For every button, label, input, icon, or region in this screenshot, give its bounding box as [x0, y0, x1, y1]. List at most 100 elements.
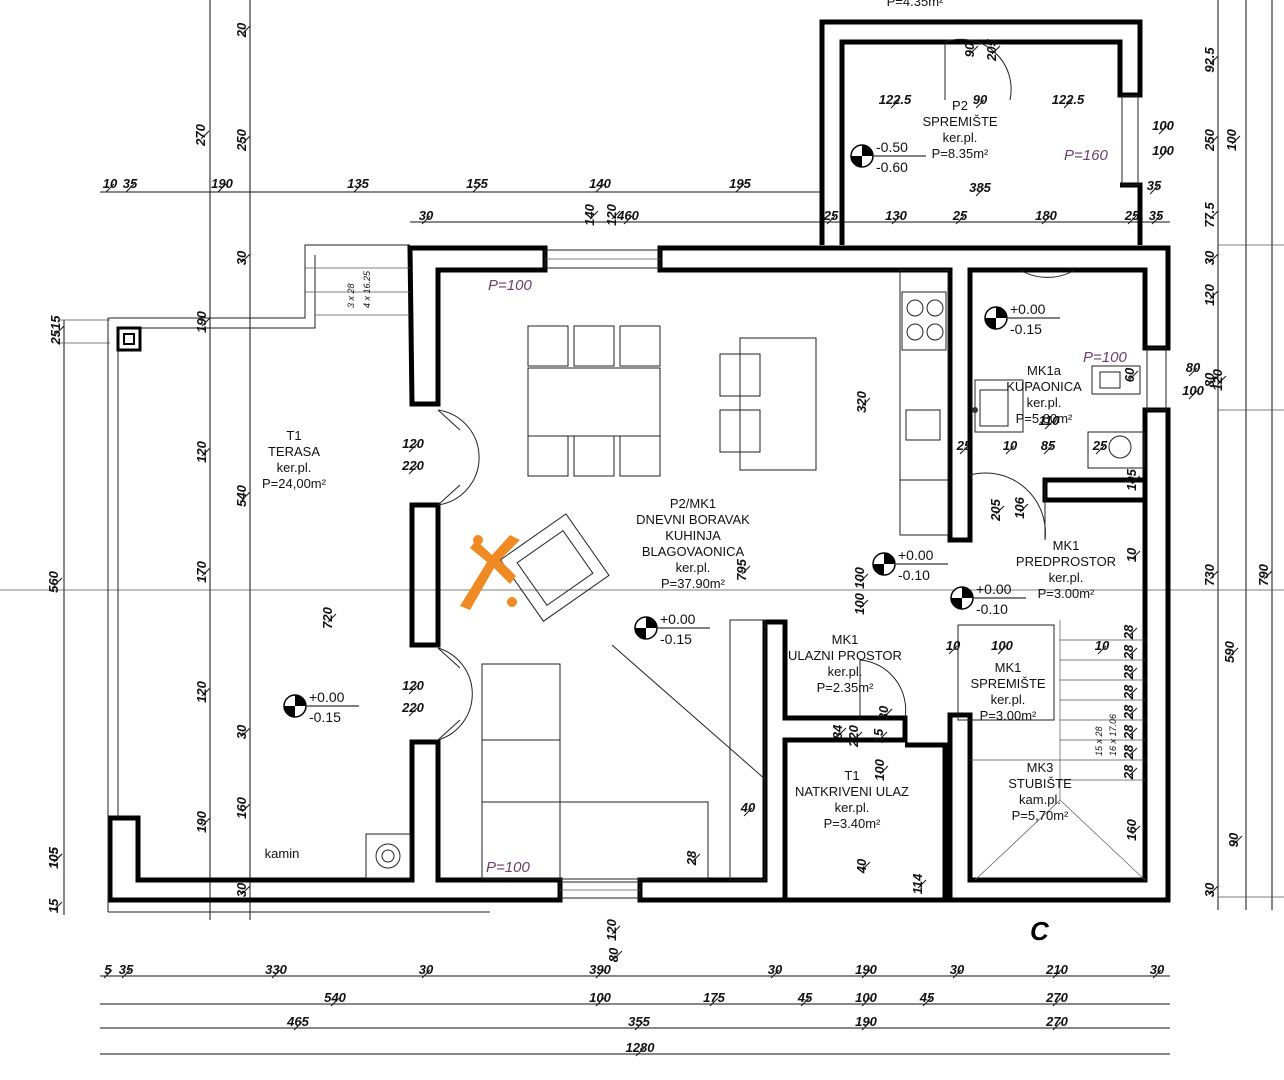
dim-right1: 590	[1222, 640, 1237, 662]
dim-right2: 100	[1224, 128, 1239, 150]
dim-misc: 120	[402, 436, 424, 451]
dim-misc: 10	[1095, 638, 1110, 653]
dim-left2: 270	[193, 123, 208, 146]
dim-misc: 28	[1121, 724, 1136, 740]
room-label-line: P=3.00m²	[1038, 586, 1095, 601]
dim-misc: 28	[1121, 704, 1136, 720]
room-label-line: SPREMIŠTE	[922, 114, 997, 129]
dim-misc: 28	[1121, 764, 1136, 780]
dim-row2: 180	[1035, 208, 1057, 223]
dim-misc: 28	[1121, 624, 1136, 640]
stairs-1706-label: 16 x 17.06	[1108, 714, 1118, 756]
room-label-line: ker.pl.	[277, 460, 312, 475]
dim-right1: 30	[1202, 250, 1217, 265]
dim-left3: 30	[234, 724, 249, 739]
room-label-line: ker.pl.	[991, 692, 1026, 707]
logo-icon	[460, 535, 520, 610]
dim-left3: 120	[194, 440, 209, 462]
dim-store: 122.5	[1052, 92, 1085, 107]
dim-left2: 190	[194, 810, 209, 832]
dim-misc: 114	[910, 873, 925, 894]
dim-bottom1: 30	[950, 962, 965, 977]
room-label-line: ker.pl.	[835, 800, 870, 815]
dim-bottom2: 45	[797, 990, 813, 1005]
furniture	[481, 269, 1146, 881]
dim-top: 195	[729, 176, 751, 191]
dim-misc: 110	[1039, 413, 1060, 428]
room-label-line: P=37.90m²	[661, 576, 726, 591]
level-marker-lvl-terasa: +0.00-0.15	[283, 689, 359, 725]
dim-top: 140	[589, 176, 611, 191]
dim-right1: 120	[1202, 283, 1217, 305]
dim-misc: 40	[854, 858, 869, 874]
dim-row2: 25	[823, 208, 839, 223]
dim-row2: 35	[1149, 208, 1164, 223]
room-label-line: MK1	[995, 660, 1022, 675]
dim-bottom3: 190	[855, 1014, 877, 1029]
room-label-line: P=5.80m²	[1016, 411, 1073, 426]
dim-bottom1: 30	[419, 962, 434, 977]
dim-misc: 205	[988, 498, 1003, 521]
dim-misc: 100	[991, 638, 1013, 653]
dim-top: 10	[103, 176, 118, 191]
room-label-line: P=24,00m²	[262, 476, 327, 491]
dim-misc: 160	[1124, 818, 1139, 840]
room-label-line: MK1a	[1027, 363, 1062, 378]
dim-store: 35	[1147, 178, 1162, 193]
plan-labels: kamin C P=100 P=100 P=100 P=160 P=4.35m²…	[265, 0, 1128, 946]
room-label-line: P=3.00m²	[980, 708, 1037, 723]
dim-top: 190	[211, 176, 233, 191]
dim-left2: 720	[320, 606, 335, 628]
dim-misc: 40	[740, 800, 756, 815]
dimension-lines	[0, 0, 1284, 1055]
room-label-line: T1	[286, 428, 301, 443]
level-marker-lvl-kuhinja: +0.00-0.10	[872, 547, 948, 583]
dim-misc: 100	[1182, 383, 1204, 398]
room-label-line: KUPAONICA	[1006, 379, 1082, 394]
room-labels: T1TERASAker.pl.P=24,00m²P2SPREMIŠTEker.p…	[262, 98, 1116, 831]
stairs-1625-label: 4 x 16.25	[362, 270, 372, 308]
level-value-top: +0.00	[309, 689, 345, 705]
dim-misc: 10	[946, 638, 961, 653]
parapet-top-label: P=100	[488, 277, 532, 294]
dim-misc: 105	[1124, 468, 1139, 490]
level-marker-lvl-kupaonica: +0.00-0.15	[984, 301, 1060, 337]
dim-misc: 100	[872, 758, 887, 780]
dim-misc: 10	[1003, 438, 1018, 453]
dim-left2: 170	[194, 560, 209, 582]
level-value-bottom: -0.10	[976, 601, 1008, 617]
dim-bottom2: 270	[1045, 990, 1068, 1005]
level-marker-lvl-predprostor: +0.00-0.10	[950, 581, 1026, 617]
dim-bottom1: 35	[119, 962, 134, 977]
room-label-line: ker.pl.	[1049, 570, 1084, 585]
dim-row2: 460	[616, 208, 639, 223]
dim-misc: 90	[1226, 832, 1241, 847]
dim-misc: 28	[1121, 744, 1136, 760]
dim-misc: 120	[604, 918, 619, 940]
dim-misc: 80	[606, 947, 621, 962]
level-value-bottom: -0.60	[876, 159, 908, 175]
room-label-line: T1	[844, 768, 859, 783]
room-label-line: TERASA	[268, 444, 320, 459]
room-label-line: STUBIŠTE	[1008, 776, 1072, 791]
room-label-line: kam.pl.	[1019, 792, 1061, 807]
dim-total: 1280	[626, 1040, 656, 1055]
level-marker-lvl-spremiste: -0.50-0.60	[850, 139, 926, 175]
dim-top: 135	[347, 176, 369, 191]
terrace-outline	[107, 244, 490, 913]
dim-right1: 30	[1202, 882, 1217, 897]
dim-misc: 15	[871, 728, 886, 743]
room-label-line: ker.pl.	[828, 664, 863, 679]
dim-misc: 28	[684, 850, 699, 866]
dim-bottom3: 465	[286, 1014, 309, 1029]
dim-left3: 160	[234, 796, 249, 818]
